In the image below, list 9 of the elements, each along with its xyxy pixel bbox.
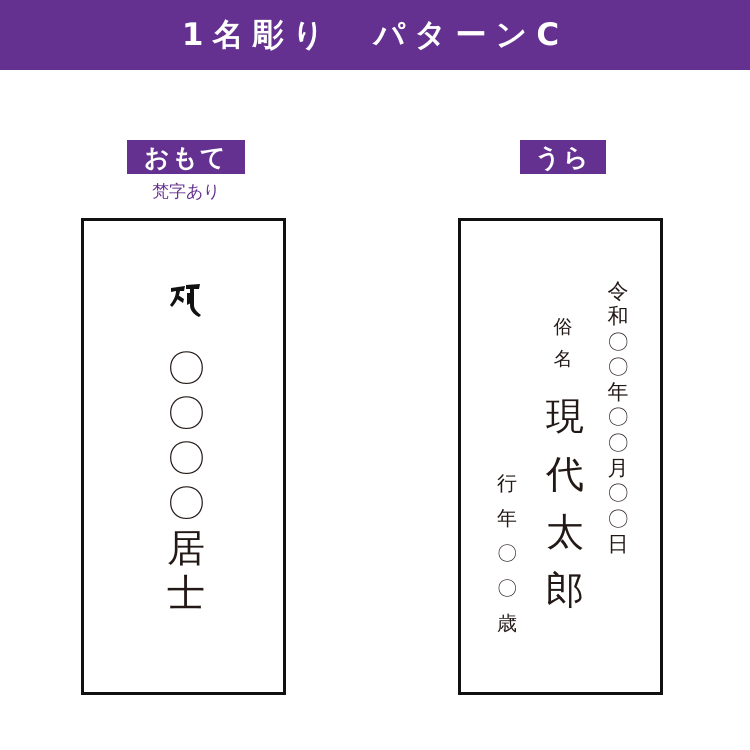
caption-text: 梵字あり [151,182,221,202]
title-banner: 1名彫り パターンC [0,0,750,70]
age-column: 行年〇〇歳 [496,466,518,641]
date-column: 令和〇〇年〇〇月〇〇日 [606,279,630,558]
name-column: 現代太郎 [545,387,585,619]
name-column: 〇〇〇〇居士 [166,346,206,616]
side-badge: うら [520,140,606,174]
heading-column: 俗名 [552,311,574,375]
side-badge: おもて [127,140,245,174]
